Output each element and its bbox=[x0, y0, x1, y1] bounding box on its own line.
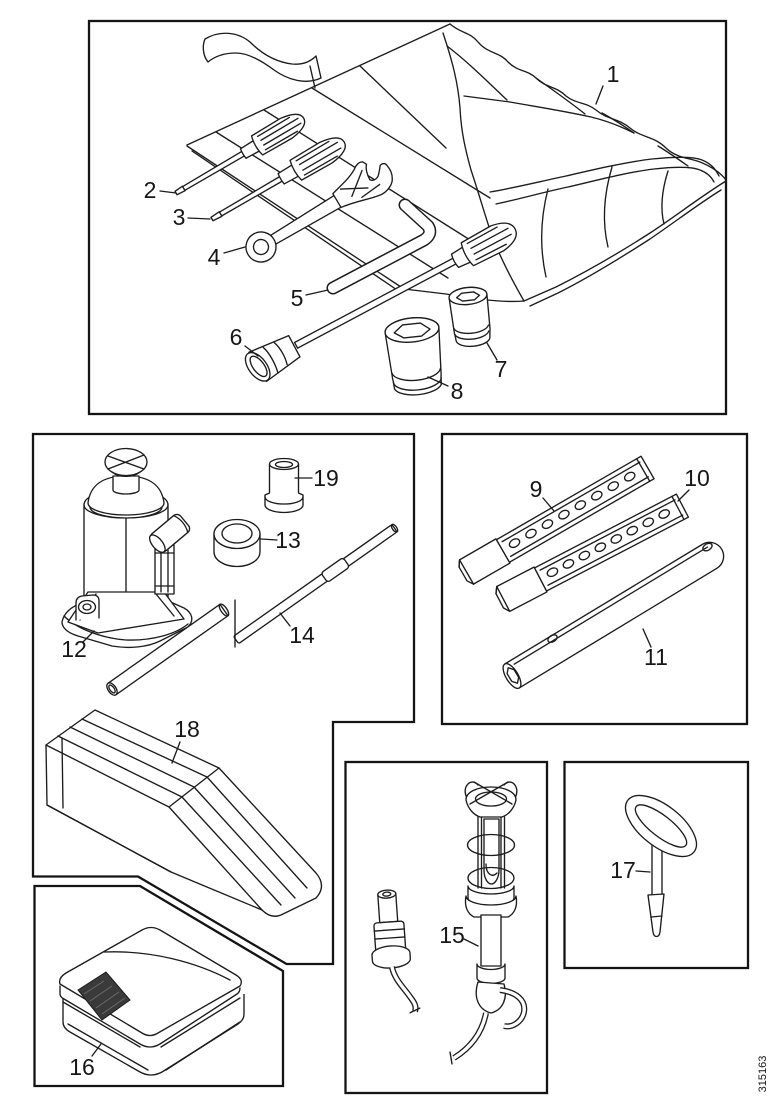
svg-text:5: 5 bbox=[291, 285, 304, 311]
svg-text:10: 10 bbox=[684, 465, 710, 491]
svg-text:6: 6 bbox=[230, 324, 243, 350]
svg-text:18: 18 bbox=[174, 716, 200, 742]
svg-text:315163: 315163 bbox=[757, 1056, 769, 1093]
svg-text:17: 17 bbox=[610, 857, 636, 883]
svg-text:1: 1 bbox=[607, 61, 620, 87]
svg-text:19: 19 bbox=[313, 465, 339, 491]
svg-text:12: 12 bbox=[61, 636, 87, 662]
svg-text:15: 15 bbox=[439, 922, 465, 948]
svg-text:9: 9 bbox=[530, 476, 543, 502]
svg-text:11: 11 bbox=[644, 644, 668, 670]
svg-text:4: 4 bbox=[208, 244, 221, 270]
svg-text:7: 7 bbox=[495, 356, 508, 382]
svg-text:3: 3 bbox=[173, 204, 186, 230]
svg-text:2: 2 bbox=[144, 177, 157, 203]
svg-text:14: 14 bbox=[289, 622, 315, 648]
svg-text:16: 16 bbox=[69, 1054, 95, 1080]
svg-text:13: 13 bbox=[275, 527, 301, 553]
svg-text:8: 8 bbox=[451, 378, 464, 404]
